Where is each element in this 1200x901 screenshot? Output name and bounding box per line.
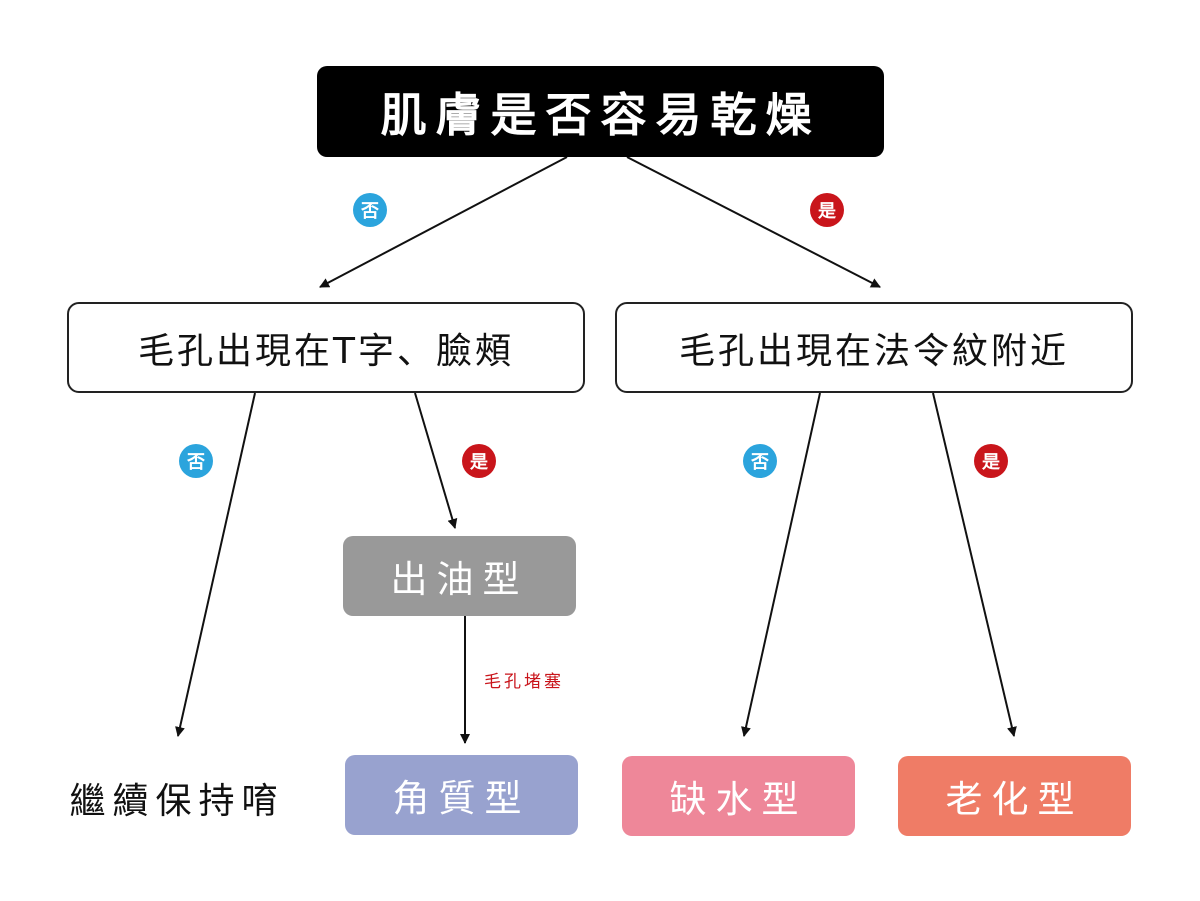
arrow-root-to-right (626, 156, 881, 288)
yes-badge: 是 (462, 444, 496, 478)
arrow-right-to-dry (741, 392, 821, 737)
result-aging: 老化型 (898, 756, 1131, 836)
arrow-root-to-left (319, 156, 568, 288)
arrow-left-to-oily (414, 392, 458, 529)
arrow-left-to-keep (175, 392, 256, 737)
root-question: 肌膚是否容易乾燥 (317, 66, 884, 157)
arrow-right-to-aging (932, 392, 1017, 737)
question-pores-nasolabial: 毛孔出現在法令紋附近 (615, 302, 1133, 393)
result-keep-going: 繼續保持唷 (69, 781, 285, 822)
result-keratin: 角質型 (345, 755, 578, 835)
result-oily: 出油型 (343, 536, 576, 616)
no-badge: 否 (179, 444, 213, 478)
result-dehydrated: 缺水型 (622, 756, 855, 836)
yes-badge: 是 (810, 193, 844, 227)
no-badge: 否 (353, 193, 387, 227)
pore-clog-note: 毛孔堵塞 (484, 672, 564, 692)
yes-badge: 是 (974, 444, 1008, 478)
no-badge: 否 (743, 444, 777, 478)
question-pores-t-zone: 毛孔出現在T字、臉頰 (67, 302, 585, 393)
